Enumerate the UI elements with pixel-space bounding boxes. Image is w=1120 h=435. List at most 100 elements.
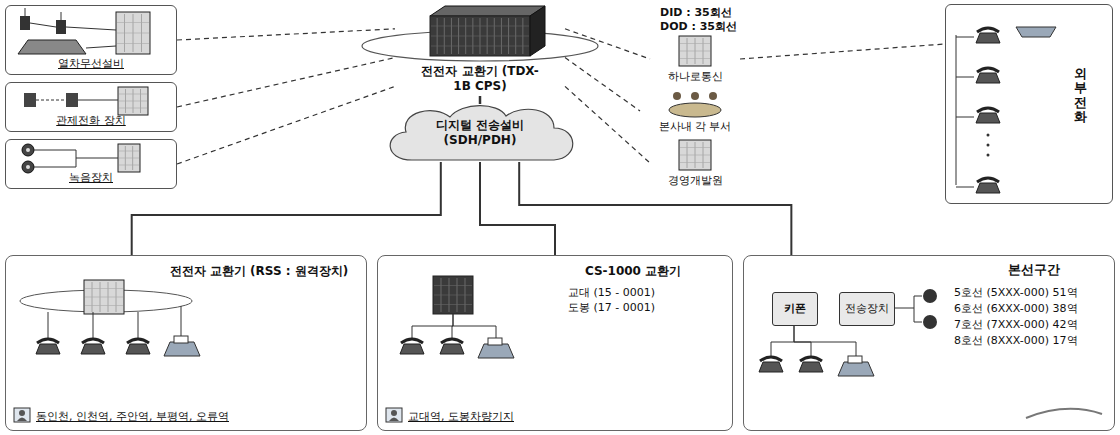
footer-icon [386,408,402,422]
node-title: 열차무선설비 [6,57,176,71]
wire [86,46,116,48]
phone-body [976,33,1000,43]
rack-shelf [431,36,529,37]
node-title: 전송장치 [840,302,894,316]
rack-body [430,16,530,56]
rack-shelf [119,108,147,109]
connector [177,58,395,107]
footer-icon-head [391,410,397,416]
connector [480,162,555,255]
recorder-reel [22,144,34,156]
recorder-reel [22,161,34,173]
recorder-hub [26,165,30,169]
footer-icon-body [17,418,27,422]
connector [479,96,482,104]
wire [78,100,118,101]
person-head [691,92,699,100]
node-text: 7호선 (7XXX-000) 42역 [954,318,1078,332]
fax-paper [174,336,188,343]
rack-shelf [85,305,123,306]
rack-shelf [117,33,149,34]
rack-body [118,87,148,115]
ellipsis-dot [987,144,990,147]
phone-handset [977,108,999,112]
fax-body [838,362,874,376]
wire [956,117,974,118]
node-text: 8호선 (8XXX-000) 17역 [954,334,1078,348]
phone-handset [800,357,822,361]
node-text: 6호선 (6XXX-000) 38역 [954,302,1078,316]
wire [30,23,56,27]
node-picture [378,256,734,432]
node-title: CS-1000 교환기 [543,264,723,279]
connector [565,86,650,163]
equipment-panel: 녹음장치 [5,139,177,189]
wire [181,306,182,336]
phone-handset [82,339,104,343]
node-text: 도봉 (17 - 0001) [568,301,655,315]
terminal-dot [923,315,937,329]
equipment-panel: 열차무선설비 [5,5,177,75]
rack-body [679,140,711,170]
rack-body [118,144,140,172]
rack-shelf [680,43,710,44]
phone-handset [977,68,999,72]
connector [177,29,395,40]
wire [956,35,957,185]
exchange-node: 전전자 교환기 (TDX-1B CPS) [395,0,565,96]
rack-shelf [431,26,529,27]
wire [66,27,116,30]
rack-shelf [85,288,123,289]
console [18,40,86,54]
antenna [25,8,26,16]
wire [48,312,49,338]
phone-handset [977,178,999,182]
wire [76,158,118,159]
ship-icon [1016,27,1056,37]
rack-shelf [680,51,710,52]
node-title: 전전자 교환기 (TDX-1B CPS) [420,64,540,94]
rack-body [679,36,711,66]
rack-shelf [431,46,529,47]
ellipsis-dot [987,154,990,157]
footer-icon [14,408,30,422]
node-title: 전전자 교환기 (RSS : 원격장치) [156,264,362,279]
phone-handset [977,28,999,32]
node-text: 교대 (15 - 0001) [568,286,655,300]
wire [794,326,811,356]
antenna [61,12,62,20]
rack-shelf [680,58,710,59]
desk [669,103,721,117]
node-text: 동인천, 인천역, 주안역, 부평역, 오류역 [36,410,229,424]
ellipsis-dot [987,134,990,137]
wire [453,326,496,338]
connector [177,86,395,164]
control-unit [66,93,78,107]
circuit-label: DOD : 35회선 [660,20,737,34]
fax-paper [488,338,502,345]
exchange-side [530,6,545,56]
wire [36,100,66,101]
node-text: 5호선 (5XXX-000) 51역 [954,286,1078,300]
wire [956,187,974,188]
connector [519,162,791,255]
rack-shelf [119,158,139,159]
rack-shelf [434,304,472,305]
phone-handset [441,339,463,343]
phone-body [976,73,1000,83]
wire [956,77,974,78]
external-panel: 외부전화 [945,4,1113,204]
connector [132,162,441,255]
transport-cloud: 디지털 전송설비 (SDH/PDH) [382,104,578,162]
node-title: 녹음장치 [6,171,176,185]
wire [894,296,922,308]
phone-handset [127,339,149,343]
rack-shelf [119,94,147,95]
wire [93,312,94,338]
rack-shelf [119,101,147,102]
phone-handset [760,357,782,361]
office-node: 본사내 각 부서 [640,88,750,134]
phone-body [400,344,424,354]
node-picture [6,256,368,432]
node-title: 본사내 각 부서 [640,120,750,134]
